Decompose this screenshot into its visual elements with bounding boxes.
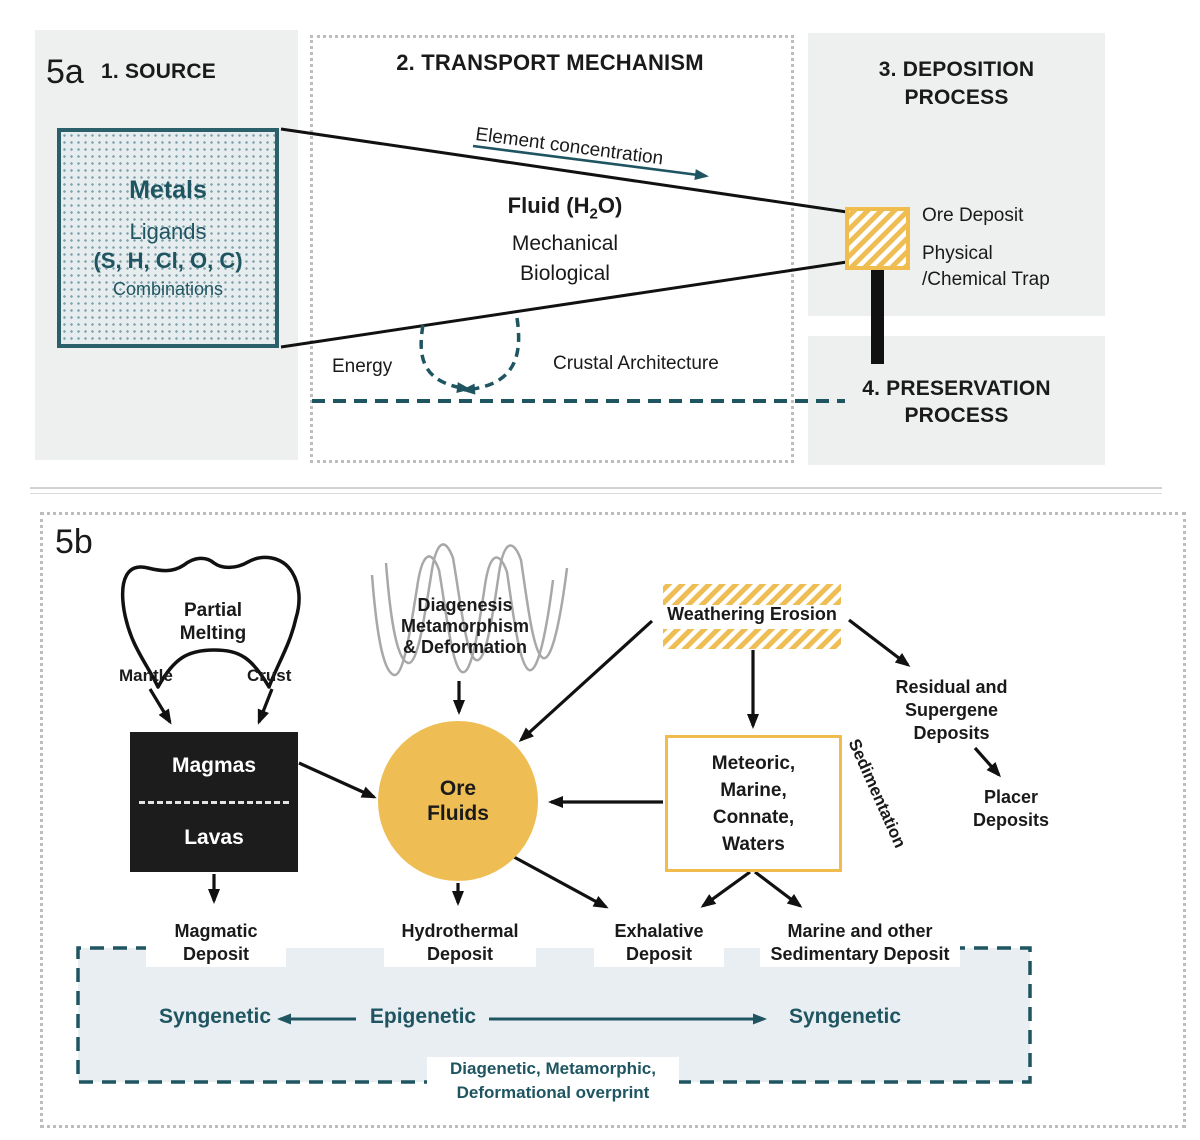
- preservation-bar: [871, 266, 884, 364]
- deposition-title: 3. DEPOSITION PROCESS: [878, 58, 1035, 109]
- overprint-label: Diagenetic, Metamorphic, Deformational o…: [427, 1057, 679, 1105]
- element-concentration-arrow: [472, 144, 709, 181]
- partial-melting-label: Partial Melting: [179, 600, 247, 644]
- figure-label-5b: 5b: [55, 523, 93, 561]
- crust-label: Crust: [247, 666, 292, 685]
- metamorphism-wave-2: [384, 543, 569, 665]
- mantle-label: Mantle: [119, 666, 173, 685]
- diagenesis-label: Diagenesis Metamorphism & Deformation: [400, 595, 530, 657]
- lavas-label: Lavas: [184, 825, 244, 849]
- biological-label: Biological: [520, 262, 610, 286]
- transport-title: 2. TRANSPORT MECHANISM: [396, 50, 704, 75]
- ore-deposit-hatched-box: [845, 207, 910, 270]
- placer-deposits-label: Placer Deposits: [972, 787, 1050, 830]
- ligand-elements-label: (S, H, Cl, O, C): [93, 248, 243, 273]
- combinations-label: Combinations: [112, 279, 224, 299]
- fluid-label: Fluid (H2O): [507, 193, 623, 223]
- syngenetic-right-label: Syngenetic: [788, 1005, 902, 1028]
- loop-arrow-left: [419, 324, 471, 393]
- magma-lava-divider: [139, 800, 289, 804]
- source-title: 1. SOURCE: [101, 60, 216, 83]
- arrow-weathering-to-residual: [848, 618, 911, 667]
- crustal-architecture-label: Crustal Architecture: [553, 353, 719, 374]
- arrow-magmas-to-ore-fluids: [298, 761, 377, 799]
- metamorphism-wave-1: [370, 555, 555, 677]
- metals-label: Metals: [129, 176, 207, 204]
- section-divider: [30, 487, 1162, 494]
- genetic-band-dashed-border: [76, 946, 1032, 1084]
- ore-deposit-label: Ore Deposit: [922, 205, 1024, 226]
- figure-label-5a: 5a: [46, 53, 84, 91]
- panel-b-dotted-box: [40, 512, 1186, 1128]
- exhalative-deposit-label: Exhalative Deposit: [594, 919, 724, 967]
- magmas-lavas-box: Magmas Lavas: [130, 732, 298, 872]
- arrow-mantle-to-magmas: [148, 688, 172, 725]
- magmas-label: Magmas: [171, 754, 257, 778]
- weathering-hatch-bottom: [663, 629, 841, 649]
- partial-melting-blob: [120, 555, 301, 689]
- arrow-meteoric-to-exhalative: [700, 870, 751, 908]
- transport-dotted-box: [310, 35, 794, 463]
- epigenetic-label: Epigenetic: [369, 1005, 477, 1028]
- preservation-panel: [808, 336, 1105, 465]
- meteoric-waters-box: Meteoric, Marine, Connate, Waters: [665, 735, 842, 872]
- arrow-meteoric-to-marine: [754, 870, 803, 908]
- residual-supergene-label: Residual and Supergene Deposits: [895, 677, 1008, 743]
- mechanical-label: Mechanical: [511, 232, 619, 256]
- metals-source-box: Metals Ligands (S, H, Cl, O, C) Combinat…: [57, 128, 279, 348]
- weathering-hatch-top: [663, 584, 841, 605]
- hydrothermal-deposit-label: Hydrothermal Deposit: [384, 919, 536, 967]
- ore-fluids-circle: Ore Fluids: [378, 721, 538, 881]
- arrow-crust-to-magmas: [257, 688, 274, 725]
- transport-agents-block: Fluid (H2O) Mechanical Biological: [465, 191, 665, 289]
- funnel-line-bottom: [280, 260, 848, 349]
- loop-arrow-right: [461, 317, 521, 395]
- weathering-erosion-label: Weathering Erosion: [667, 604, 837, 624]
- arrow-weathering-to-ore-fluids: [518, 619, 654, 743]
- trap-label: Physical /Chemical Trap: [922, 243, 1050, 290]
- energy-label: Energy: [332, 356, 393, 377]
- arrow-ore-fluids-to-exhalative: [513, 855, 609, 909]
- magmatic-deposit-label: Magmatic Deposit: [146, 919, 286, 967]
- preservation-title: 4. PRESERVATION PROCESS: [862, 377, 1051, 427]
- funnel-line-top: [280, 127, 848, 214]
- marine-sedimentary-deposit-label: Marine and other Sedimentary Deposit: [760, 919, 960, 967]
- ligands-label: Ligands: [129, 219, 207, 244]
- arrow-residual-to-placer: [973, 746, 1001, 778]
- syngenetic-left-label: Syngenetic: [158, 1005, 272, 1028]
